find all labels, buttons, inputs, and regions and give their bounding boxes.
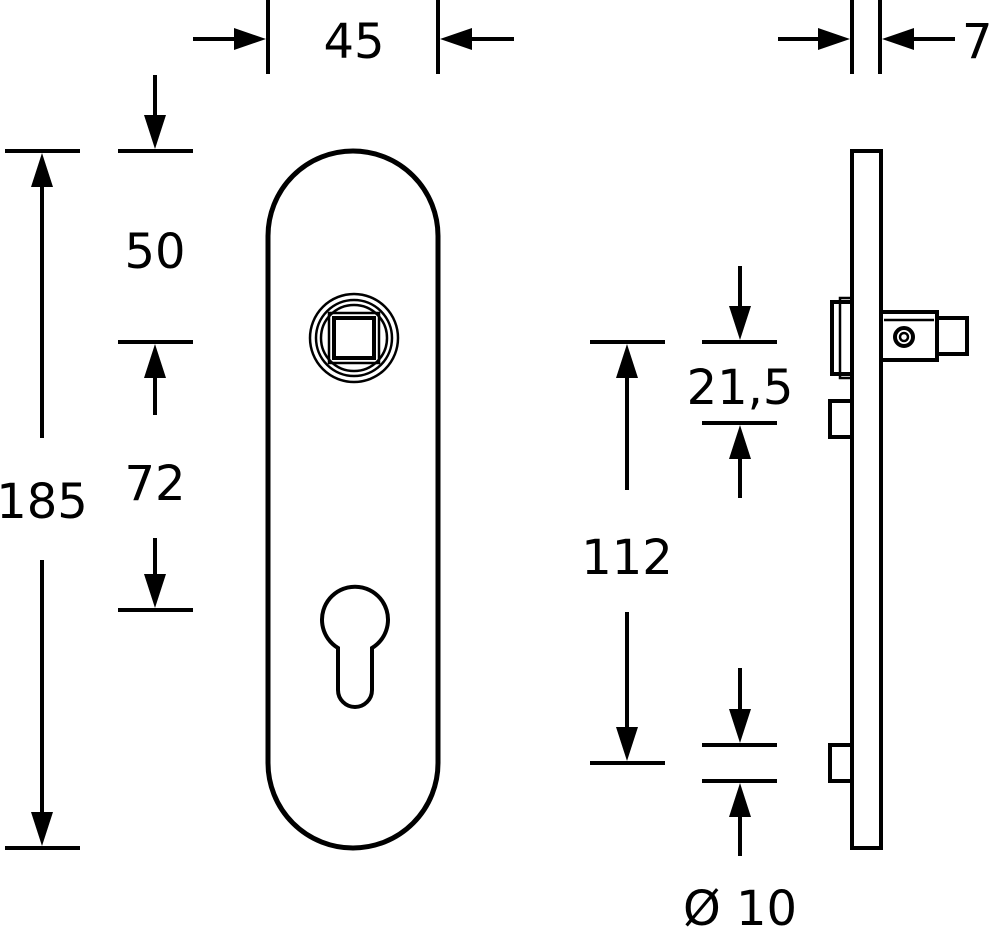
dimension-side-spacing-label: 112 bbox=[581, 530, 673, 586]
dimension-spindle-square-label: 21,5 bbox=[687, 360, 794, 416]
dimension-thickness-label: 7 bbox=[962, 14, 993, 70]
dimension-top-to-spindle: 50 bbox=[118, 75, 193, 344]
dimension-total-height-label: 185 bbox=[0, 474, 88, 530]
dimension-spindle-to-cylinder: 72 bbox=[118, 344, 193, 612]
dimension-top-to-spindle-label: 50 bbox=[124, 224, 185, 280]
dimension-width: 45 bbox=[193, 0, 514, 74]
dimension-width-label: 45 bbox=[323, 14, 384, 70]
dimension-screw-diameter: Ø 10 bbox=[683, 668, 797, 937]
front-view bbox=[265, 148, 441, 851]
side-spindle-assembly bbox=[830, 296, 969, 380]
dimension-total-height: 185 bbox=[0, 149, 88, 850]
dimension-side-spacing: 112 bbox=[581, 340, 673, 765]
spindle-rosette bbox=[308, 292, 400, 384]
dimension-screw-diameter-label: Ø 10 bbox=[683, 881, 797, 937]
front-plate-outline bbox=[265, 148, 441, 851]
cylinder-keyhole bbox=[320, 584, 390, 709]
side-screw-boss-upper bbox=[828, 399, 854, 439]
side-plate-outline bbox=[850, 149, 883, 850]
dimension-thickness: 7 bbox=[778, 0, 993, 74]
side-screw-boss-lower bbox=[828, 743, 854, 783]
side-view bbox=[828, 149, 969, 850]
dimension-spindle-to-cylinder-label: 72 bbox=[124, 456, 185, 512]
dimension-spindle-square: 21,5 bbox=[687, 266, 794, 498]
